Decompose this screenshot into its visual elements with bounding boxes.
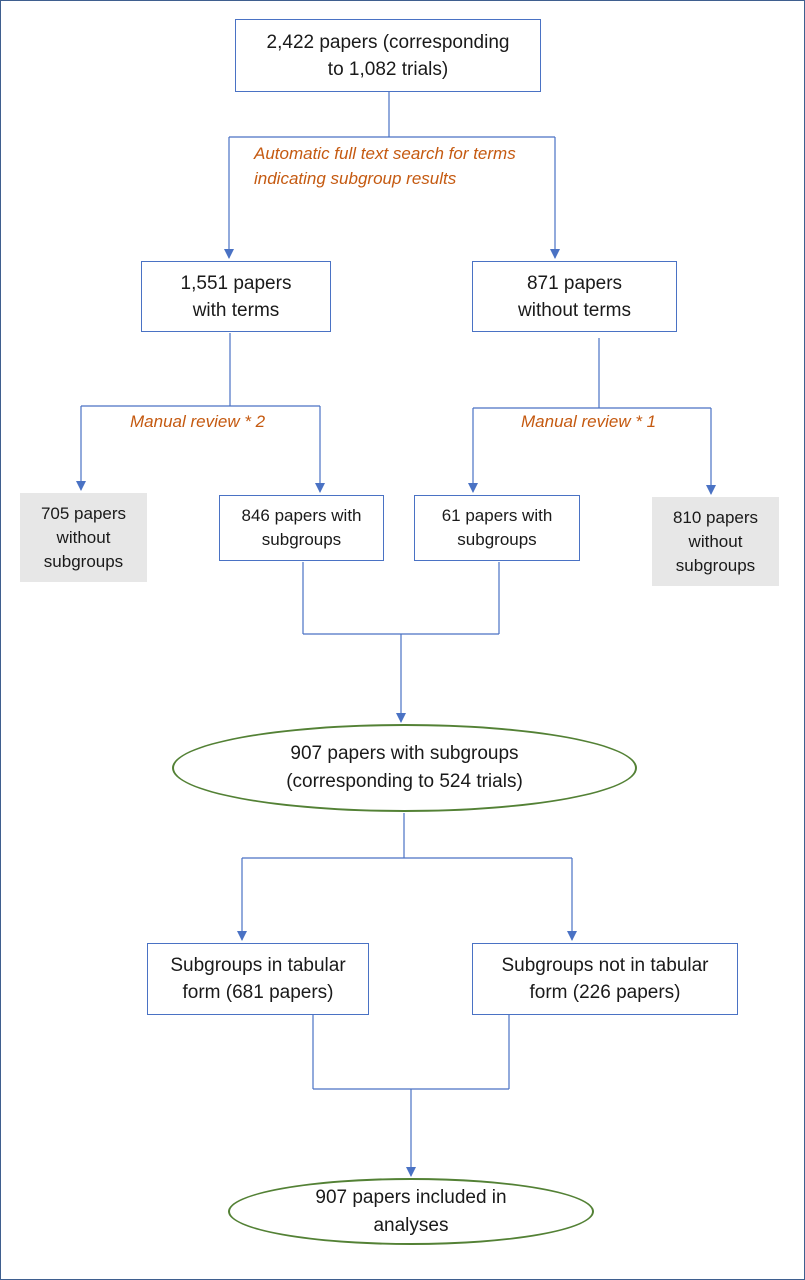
annotation-manual-review-right: Manual review * 1	[521, 412, 657, 431]
annotation-manual-review-left: Manual review * 2	[130, 412, 266, 431]
connector-right-split	[473, 338, 711, 409]
node-excluded-right: 810 papers without subgroups	[652, 497, 779, 586]
connector-left-split	[81, 333, 320, 407]
node-papers-without-terms: 871 papers without terms	[472, 261, 677, 332]
connector-combined-split	[242, 813, 572, 859]
connector-final-merge	[312, 1015, 510, 1090]
node-excluded-left: 705 papers without subgroups	[20, 493, 147, 582]
node-tabular-form: Subgroups in tabular form (681 papers)	[147, 943, 369, 1015]
connector-merge	[302, 562, 500, 635]
node-subgroups-right: 61 papers with subgroups	[414, 495, 580, 561]
node-included-in-analyses: 907 papers included in analyses	[228, 1178, 594, 1245]
node-combined-subgroups: 907 papers with subgroups (corresponding…	[172, 724, 637, 812]
node-papers-with-terms: 1,551 papers with terms	[141, 261, 331, 332]
connector-start-split	[229, 91, 555, 138]
node-all-papers: 2,422 papers (corresponding to 1,082 tri…	[235, 19, 541, 92]
node-subgroups-left: 846 papers with subgroups	[219, 495, 384, 561]
annotation-full-text-search: Automatic full text search for terms ind…	[254, 144, 516, 188]
node-not-tabular-form: Subgroups not in tabular form (226 paper…	[472, 943, 738, 1015]
